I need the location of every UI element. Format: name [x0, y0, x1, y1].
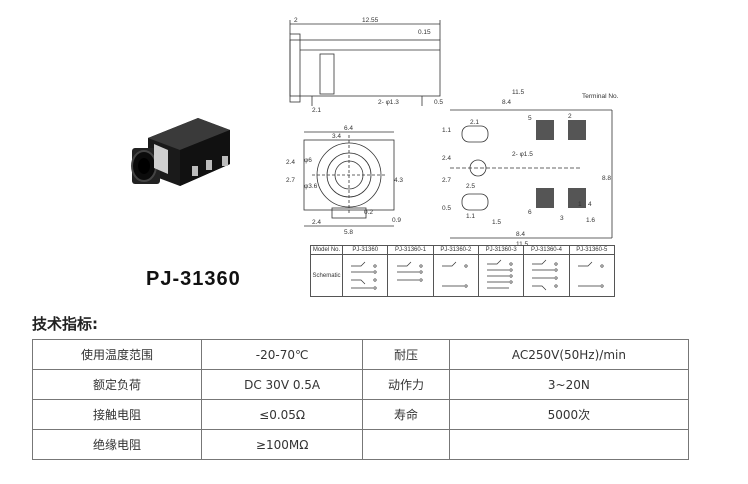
table-row: 绝缘电阻 ≥100MΩ — [32, 429, 690, 460]
schematic-row: Schematic — [309, 254, 616, 297]
spec-label: 额定负荷 — [32, 369, 202, 400]
dim-text: 2.4 — [312, 219, 321, 226]
dim-text: 0.5 — [442, 205, 451, 212]
spec-value: DC 30V 0.5A — [200, 369, 364, 400]
dim-text: 2- φ1.3 — [378, 99, 399, 106]
dim-text: 8.4 — [516, 231, 525, 238]
row-label-model: Model No. — [309, 245, 344, 255]
dim-text: 2.7 — [442, 177, 451, 184]
dim-text: 11.5 — [516, 241, 529, 248]
schematic-diagram — [477, 254, 525, 297]
section-heading: 技术指标: — [32, 315, 98, 333]
dim-text: 3 — [560, 215, 564, 222]
model-cell: PJ-31360-4 — [523, 245, 570, 255]
schematic-diagram — [523, 254, 570, 297]
dim-text: 0.2 — [364, 209, 373, 216]
schematic-diagram — [387, 254, 434, 297]
dim-text: 3.4 — [332, 133, 341, 140]
dim-text: 2.4 — [442, 155, 451, 162]
schematic-diagram — [432, 254, 480, 297]
dim-text: 1.6 — [586, 217, 595, 224]
model-cell: PJ-31360-2 — [432, 245, 480, 255]
schematic-diagram — [568, 254, 616, 297]
dim-text: 1.5 — [492, 219, 501, 226]
dim-text: 0.15 — [418, 29, 431, 36]
product-photo — [131, 118, 230, 186]
technical-drawing: 2 12.55 0.15 2.1 2- φ1.3 0.5 11.5 8.4 Te… — [286, 17, 619, 248]
dim-text: 2- φ1.5 — [512, 151, 533, 158]
spec-label: 绝缘电阻 — [32, 429, 202, 460]
dim-text: 5.8 — [344, 229, 353, 236]
dim-text: 0.9 — [392, 217, 401, 224]
spec-label: 动作力 — [362, 369, 450, 400]
dim-text: 0.5 — [434, 99, 443, 106]
schematic-diagram — [342, 254, 389, 297]
spec-value: 3~20N — [448, 369, 690, 400]
model-cell: PJ-31360 — [342, 245, 389, 255]
dim-text: 2.1 — [470, 119, 479, 126]
spec-label: 接触电阻 — [32, 399, 202, 430]
spec-value: ≥100MΩ — [200, 429, 364, 460]
dim-text: φ3.6 — [304, 183, 318, 190]
dim-text: 8.4 — [502, 99, 511, 106]
dim-text: 4 — [588, 201, 592, 208]
model-cell: PJ-31360-5 — [568, 245, 616, 255]
dim-text: φ6 — [304, 157, 312, 164]
dim-text: 2.4 — [286, 159, 295, 166]
dim-text: 5 — [528, 115, 532, 122]
model-row: Model No. PJ-31360 PJ-31360-1 PJ-31360-2… — [309, 245, 616, 255]
model-title: PJ-31360 — [146, 268, 241, 290]
dim-text: 6 — [528, 209, 532, 216]
spec-label: 使用温度范围 — [32, 339, 202, 370]
dim-text: Terminal No. — [582, 93, 619, 100]
spec-value: -20-70℃ — [200, 339, 364, 370]
dim-text: 6.4 — [344, 125, 353, 132]
dim-text: 11.5 — [512, 89, 525, 96]
spec-label: 寿命 — [362, 399, 450, 430]
spec-value — [448, 429, 690, 460]
dim-text: 2.1 — [312, 107, 321, 114]
dim-text: 12.55 — [362, 17, 379, 24]
spec-label — [362, 429, 450, 460]
dim-text: 1.1 — [466, 213, 475, 220]
dim-text: 8.8 — [602, 175, 611, 182]
dim-text: 2.7 — [286, 177, 295, 184]
spec-table: 使用温度范围 -20-70℃ 耐压 AC250V(50Hz)/min 额定负荷 … — [32, 339, 690, 460]
dim-text: 4.3 — [394, 177, 403, 184]
row-label-schematic: Schematic — [309, 254, 344, 297]
spec-value: 5000次 — [448, 399, 690, 430]
spec-value: ≤0.05Ω — [200, 399, 364, 430]
model-cell: PJ-31360-1 — [387, 245, 434, 255]
dim-text: 2 — [568, 113, 572, 120]
table-row: 额定负荷 DC 30V 0.5A 动作力 3~20N — [32, 369, 690, 400]
spec-value: AC250V(50Hz)/min — [448, 339, 690, 370]
dim-text: 2 — [294, 17, 298, 24]
table-row: 使用温度范围 -20-70℃ 耐压 AC250V(50Hz)/min — [32, 339, 690, 370]
spec-label: 耐压 — [362, 339, 450, 370]
dim-text: 2.5 — [466, 183, 475, 190]
dim-text: 1.1 — [442, 127, 451, 134]
model-cell: PJ-31360-3 — [477, 245, 525, 255]
table-row: 接触电阻 ≤0.05Ω 寿命 5000次 — [32, 399, 690, 430]
schematic-table: Model No. PJ-31360 PJ-31360-1 PJ-31360-2… — [309, 245, 616, 297]
dim-text: 1 — [578, 201, 582, 208]
